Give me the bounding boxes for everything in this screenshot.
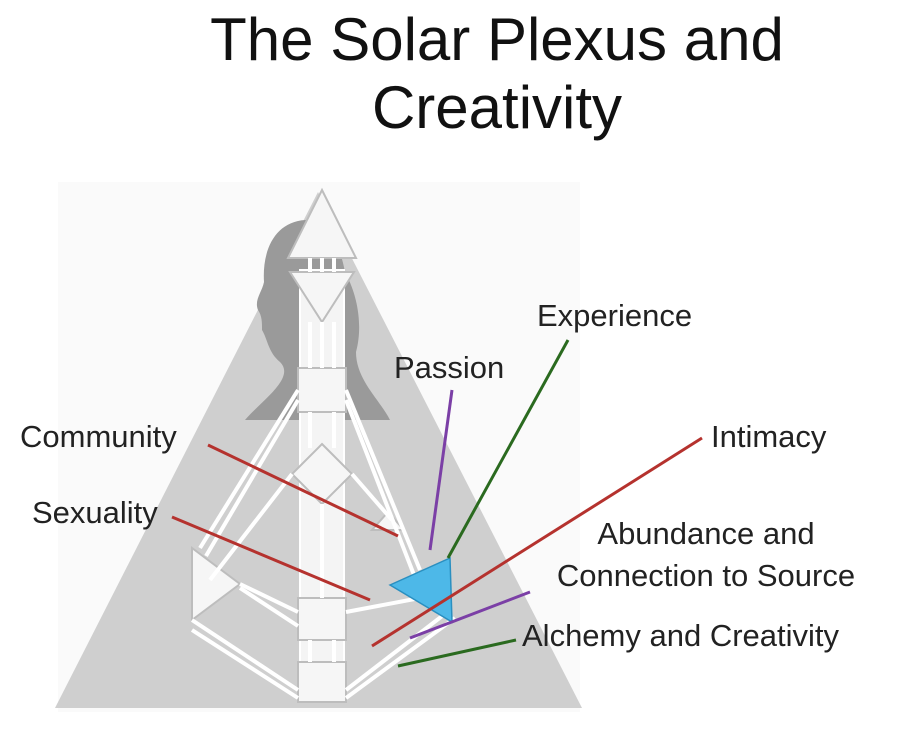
label-alchemy: Alchemy and Creativity bbox=[522, 618, 840, 653]
community-leader-line bbox=[207, 443, 399, 538]
label-intimacy: Intimacy bbox=[711, 419, 827, 454]
page-title: The Solar Plexus and Creativity bbox=[0, 6, 919, 142]
abundance-leader-line bbox=[409, 590, 531, 640]
spleen-center bbox=[191, 546, 242, 622]
root-center bbox=[297, 661, 347, 703]
title-line-1: The Solar Plexus and bbox=[210, 6, 784, 73]
label-passion: Passion bbox=[394, 350, 505, 385]
label-experience: Experience bbox=[537, 298, 693, 333]
experience-leader-line bbox=[446, 339, 570, 559]
alchemy-leader-line bbox=[397, 638, 517, 668]
channels bbox=[190, 258, 457, 700]
throat-center bbox=[297, 367, 347, 413]
label-community: Community bbox=[20, 419, 177, 454]
sexuality-leader-line bbox=[171, 515, 371, 602]
title-line-2: Creativity bbox=[371, 74, 623, 141]
label-abundance-line-1: Abundance and bbox=[597, 516, 815, 551]
label-abundance-line-2: Connection to Source bbox=[556, 558, 856, 593]
label-sexuality: Sexuality bbox=[32, 495, 158, 530]
intimacy-leader-line bbox=[371, 436, 703, 648]
sacral-center bbox=[297, 597, 347, 641]
label-abundance: Abundance and Connection to Source bbox=[532, 513, 880, 597]
passion-leader-line bbox=[428, 389, 454, 551]
